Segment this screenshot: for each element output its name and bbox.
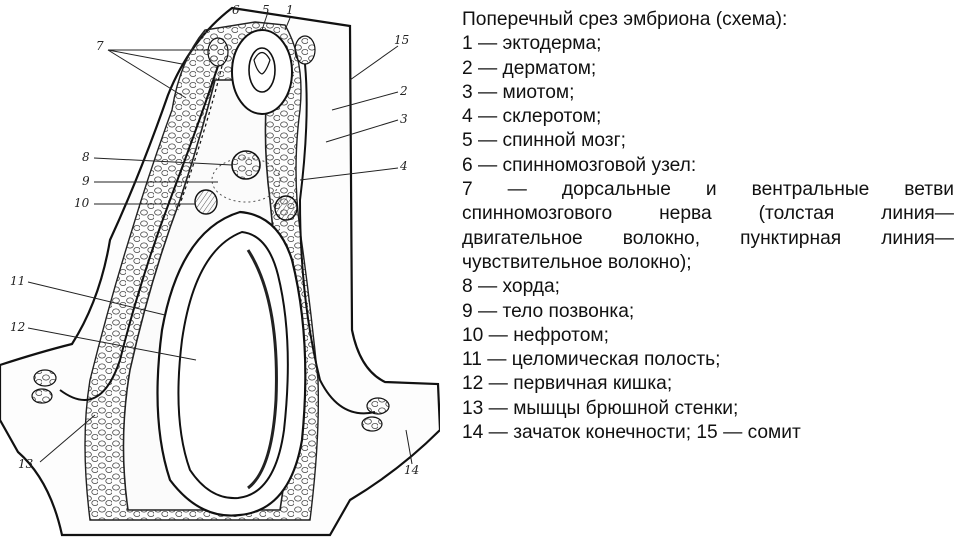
caption-item: 7 — дорсальные и вентральные ветви (462, 179, 954, 201)
notochord (231, 150, 261, 180)
caption-item: двигательное волокно, пунктирная линия— (462, 227, 954, 249)
label-14: 14 (404, 463, 419, 477)
label-13: 13 (18, 457, 34, 471)
limb-bud-right (361, 397, 390, 432)
caption-item: 5 — спинной мозг; (462, 130, 626, 152)
caption-item: чувствительное волокно); (462, 251, 692, 273)
limb-bud-left (31, 369, 57, 404)
nephrotome-left (194, 189, 218, 215)
caption-item: 4 — склеротом; (462, 106, 602, 128)
label-12: 12 (10, 320, 25, 334)
figure-labels: 1 2 3 4 5 6 7 8 9 10 11 12 13 14 15 (10, 3, 419, 477)
label-8: 8 (82, 150, 90, 164)
caption-item: 8 — хорда; (462, 276, 560, 298)
figure-caption: Поперечный срез эмбриона (схема): 1 — эк… (462, 8, 954, 445)
embryo-cross-section-diagram: 1 2 3 4 5 6 7 8 9 10 11 12 13 14 15 (0, 3, 440, 537)
primary-gut (177, 230, 289, 500)
spinal-cord (231, 29, 293, 115)
label-9: 9 (82, 174, 90, 188)
label-15: 15 (394, 33, 409, 47)
spinal-ganglion-right (294, 35, 316, 65)
label-1: 1 (286, 3, 294, 17)
caption-item: спинномозгового нерва (толстая линия— (462, 203, 954, 225)
caption-item: 14 — зачаток конечности; 15 — сомит (462, 422, 801, 444)
gut-wall-shading (246, 249, 278, 490)
spinal-nerve-left (59, 65, 219, 401)
leader-lines (27, 11, 413, 465)
label-10: 10 (74, 196, 90, 210)
vertebral-body (211, 157, 281, 203)
caption-item: 9 — тело позвонка; (462, 300, 635, 322)
label-2: 2 (399, 84, 408, 98)
label-3: 3 (400, 112, 408, 126)
caption-item: 1 — эктодерма; (462, 33, 602, 55)
label-6: 6 (232, 3, 240, 17)
nephrotome-right (274, 195, 298, 221)
caption-item: 11 — целомическая полость; (462, 349, 721, 371)
label-4: 4 (399, 159, 408, 173)
spinal-ganglion-left (207, 37, 229, 67)
label-11: 11 (10, 274, 25, 288)
caption-item: 3 — миотом; (462, 81, 575, 103)
spinal-nerve-right (298, 63, 376, 415)
label-5: 5 (262, 3, 270, 17)
caption-item: 12 — первичная кишка; (462, 373, 673, 395)
caption-item: 10 — нефротом; (462, 324, 609, 346)
caption-item: 6 — спинномозговой узел: (462, 154, 697, 176)
caption-item: 2 — дерматом; (462, 57, 597, 79)
label-7: 7 (96, 39, 104, 53)
caption-item: 13 — мышцы брюшной стенки; (462, 397, 739, 419)
caption-title: Поперечный срез эмбриона (схема): (462, 9, 788, 30)
